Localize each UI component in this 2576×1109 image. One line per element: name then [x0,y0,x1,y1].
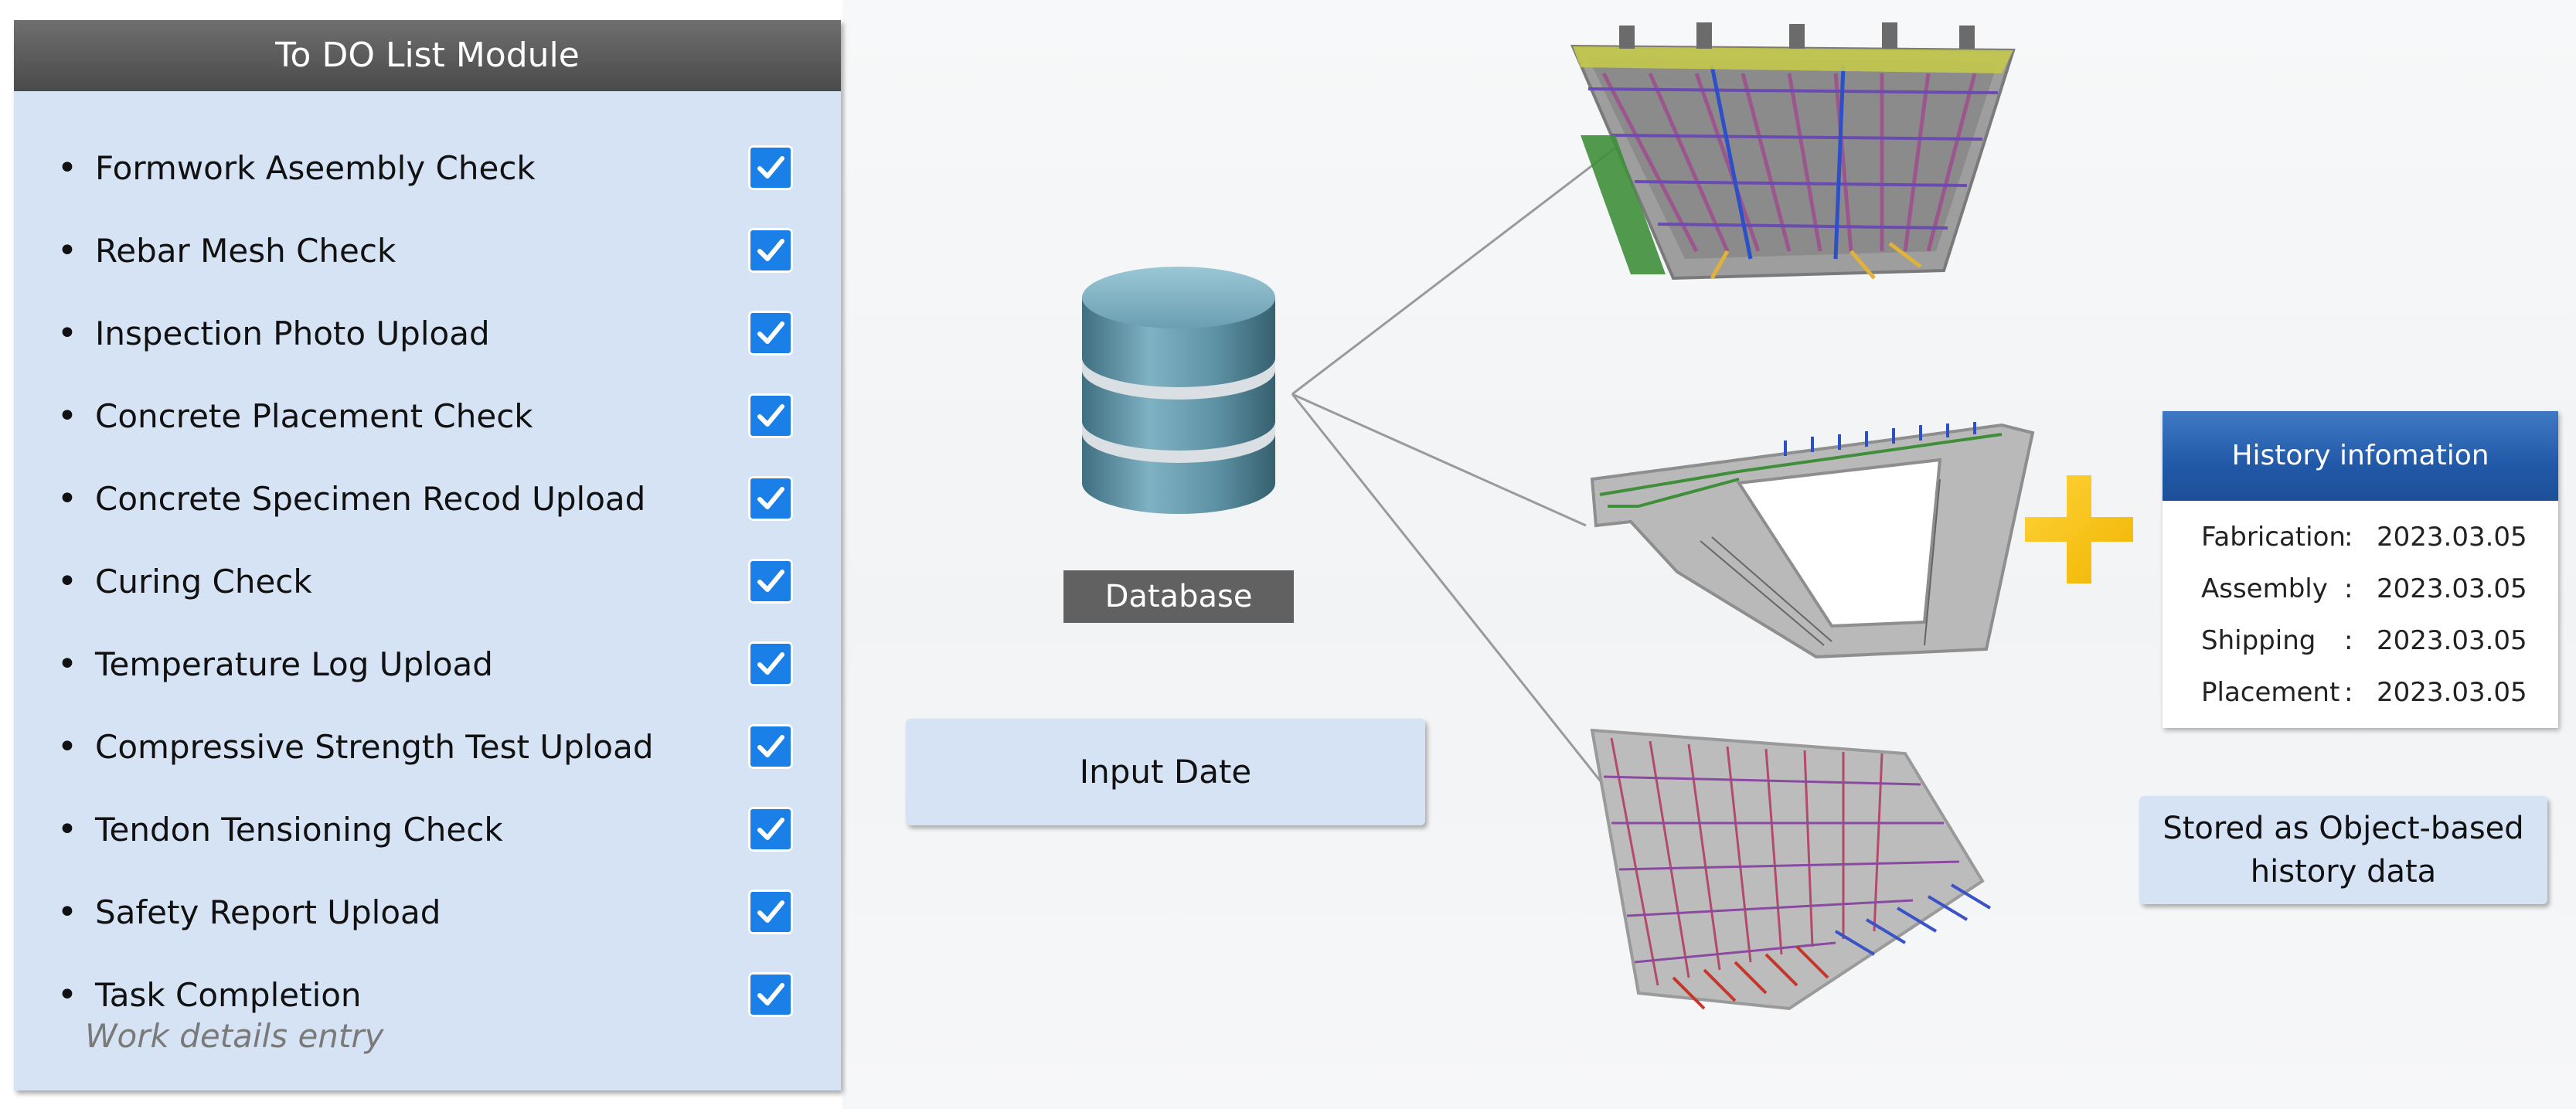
checked-checkbox[interactable] [748,724,793,769]
bullet: • [57,314,77,353]
history-row-value: 2023.03.05 [2377,573,2527,604]
checkmark-icon [757,735,784,757]
checkmark-icon [757,570,784,592]
connector-line [1291,138,1628,396]
checkmark-icon [757,900,784,923]
todo-item-label: Task Completion [95,976,362,1014]
history-row-fabrication: Fabrication:2023.03.05 [2201,522,2527,553]
checked-checkbox[interactable] [748,145,793,190]
plus-icon [2025,475,2133,583]
history-row-value: 2023.03.05 [2377,625,2527,656]
checked-checkbox[interactable] [748,972,793,1017]
todo-item-label: Curing Check [95,563,312,600]
colon: : [2344,677,2353,708]
colon: : [2344,573,2353,604]
box-girder-3d-model [1570,22,2016,281]
bullet: • [57,479,77,519]
history-row-shipping: Shipping:2023.03.05 [2201,625,2527,656]
bullet: • [57,562,77,601]
checkmark-icon [757,239,784,261]
checked-checkbox[interactable] [748,641,793,686]
girder-section-3d-model [1590,422,2035,659]
history-row-value: 2023.03.05 [2377,522,2527,553]
checked-checkbox[interactable] [748,476,793,521]
checked-checkbox[interactable] [748,559,793,604]
work-details-entry: Work details entry [85,1017,384,1055]
checkmark-icon [757,983,784,1005]
bullet: • [57,396,77,436]
checked-checkbox[interactable] [748,807,793,852]
history-row-assembly: Assembly:2023.03.05 [2201,573,2527,604]
history-row-placement: Placement:2023.03.05 [2201,677,2527,708]
todo-item: • Concrete Specimen Recod Upload [14,476,841,522]
bullet: • [57,893,77,932]
bullet: • [57,975,77,1015]
database-label: Database [1063,570,1294,623]
todo-item: • Concrete Placement Check [14,393,841,440]
todo-item-label: Concrete Placement Check [95,397,533,435]
stored-note-line: Stored as Object-based [2163,811,2524,846]
history-row-label: Shipping [2201,625,2316,656]
todo-item: • Tendon Tensioning Check [14,807,841,853]
colon: : [2344,522,2353,553]
checked-checkbox[interactable] [748,311,793,355]
todo-item: • Rebar Mesh Check [14,228,841,274]
checkmark-icon [757,404,784,427]
todo-item: • Compressive Strength Test Upload [14,724,841,771]
todo-list-panel: To DO List Module • Formwork Aseembly Ch… [14,20,841,1090]
checked-checkbox[interactable] [748,890,793,934]
todo-item: • Curing Check [14,559,841,605]
checked-checkbox[interactable] [748,228,793,273]
todo-item-label: Concrete Specimen Recod Upload [95,480,646,518]
todo-item-label: Formwork Aseembly Check [95,149,536,187]
connector-line [1291,393,1632,820]
database-icon [1082,267,1275,514]
history-row-label: Assembly [2201,573,2328,604]
todo-item: • Safety Report Upload [14,890,841,936]
todo-item: • Task Completion [14,972,841,1019]
todo-item-label: Compressive Strength Test Upload [95,728,654,766]
bullet: • [57,810,77,849]
colon: : [2344,625,2353,656]
todo-item-label: Safety Report Upload [95,893,441,931]
checkmark-icon [757,818,784,840]
history-information-box: History infomation Fabrication:2023.03.0… [2163,411,2558,728]
todo-item-label: Temperature Log Upload [95,645,493,683]
rebar-cage-3d-model [1590,728,1992,1011]
stored-history-note: Stored as Object-based history data [2139,796,2547,904]
todo-item-label: Inspection Photo Upload [95,315,490,352]
connector-line [1291,393,1587,527]
bullet: • [57,727,77,767]
todo-item: • Formwork Aseembly Check [14,145,841,192]
checked-checkbox[interactable] [748,393,793,438]
todo-item-label: Rebar Mesh Check [95,232,396,270]
history-title: History infomation [2163,411,2558,501]
checkmark-icon [757,321,784,344]
input-date-box: Input Date [906,719,1425,825]
todo-item: • Temperature Log Upload [14,641,841,688]
todo-item-label: Tendon Tensioning Check [95,811,503,849]
history-row-value: 2023.03.05 [2377,677,2527,708]
bullet: • [57,148,77,188]
history-row-label: Fabrication [2201,522,2346,553]
checkmark-icon [757,156,784,179]
todo-panel-title: To DO List Module [14,20,841,91]
checkmark-icon [757,652,784,675]
checkmark-icon [757,487,784,509]
bullet: • [57,645,77,684]
bullet: • [57,231,77,270]
stored-note-line: history data [2250,854,2437,890]
history-row-label: Placement [2201,677,2340,708]
todo-item: • Inspection Photo Upload [14,311,841,357]
